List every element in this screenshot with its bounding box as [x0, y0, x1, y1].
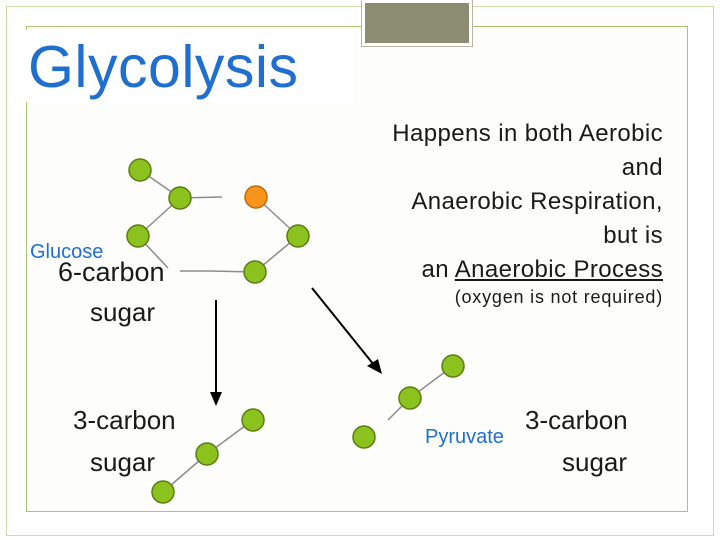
- three-carbon-label-right: 3-carbon: [525, 405, 628, 435]
- three-carbon-sugar-label-right: sugar: [562, 447, 628, 477]
- description-prefix: an: [421, 256, 455, 284]
- slide-title: Glycolysis: [28, 34, 299, 100]
- carbon-atom: [241, 408, 265, 432]
- carbon-atom: [398, 386, 422, 410]
- carbon-atom: [441, 354, 465, 378]
- description-line: Happens in both Aerobic: [392, 120, 663, 147]
- anaerobic-process-term: Anaerobic Process: [454, 256, 663, 284]
- carbon-atom: [286, 224, 310, 248]
- six-carbon-sugar-label: sugar: [90, 297, 156, 327]
- carbon-atom: [126, 224, 150, 248]
- carbon-atom: [352, 425, 376, 449]
- carbon-atom: [243, 260, 267, 284]
- three-carbon-sugar-label-left: sugar: [90, 447, 156, 477]
- decorative-corner-bar: [362, 0, 472, 46]
- arrow-down-left: [210, 300, 222, 406]
- three-carbon-molecule-left-b: [352, 425, 376, 449]
- pyruvate-label: Pyruvate: [425, 426, 504, 448]
- description-line: but is: [603, 222, 663, 250]
- three-carbon-label-left: 3-carbon: [73, 405, 176, 435]
- description-line: an Anaerobic Process: [333, 253, 663, 287]
- six-carbon-label: 6-carbon: [58, 257, 165, 287]
- carbon-atom: [128, 158, 152, 182]
- three-carbon-molecule-left-a: [151, 408, 265, 504]
- glucose-molecule: [126, 158, 310, 284]
- glucose-label: Glucose: [30, 241, 104, 263]
- carbon-atom: [151, 480, 175, 504]
- oxygen-atom: [244, 185, 268, 209]
- pyruvate-molecule: [387, 354, 465, 421]
- arrow-down-right: [311, 287, 382, 374]
- description-line: and: [621, 154, 663, 182]
- oxygen-note: (oxygen is not required): [454, 287, 663, 307]
- carbon-atom: [168, 186, 192, 210]
- process-description: Happens in both Aerobic and Anaerobic Re…: [333, 117, 663, 287]
- slide-outer-border: [6, 6, 714, 536]
- description-line: Anaerobic Respiration,: [411, 188, 663, 216]
- title-background: [18, 30, 354, 102]
- carbon-atom: [195, 442, 219, 466]
